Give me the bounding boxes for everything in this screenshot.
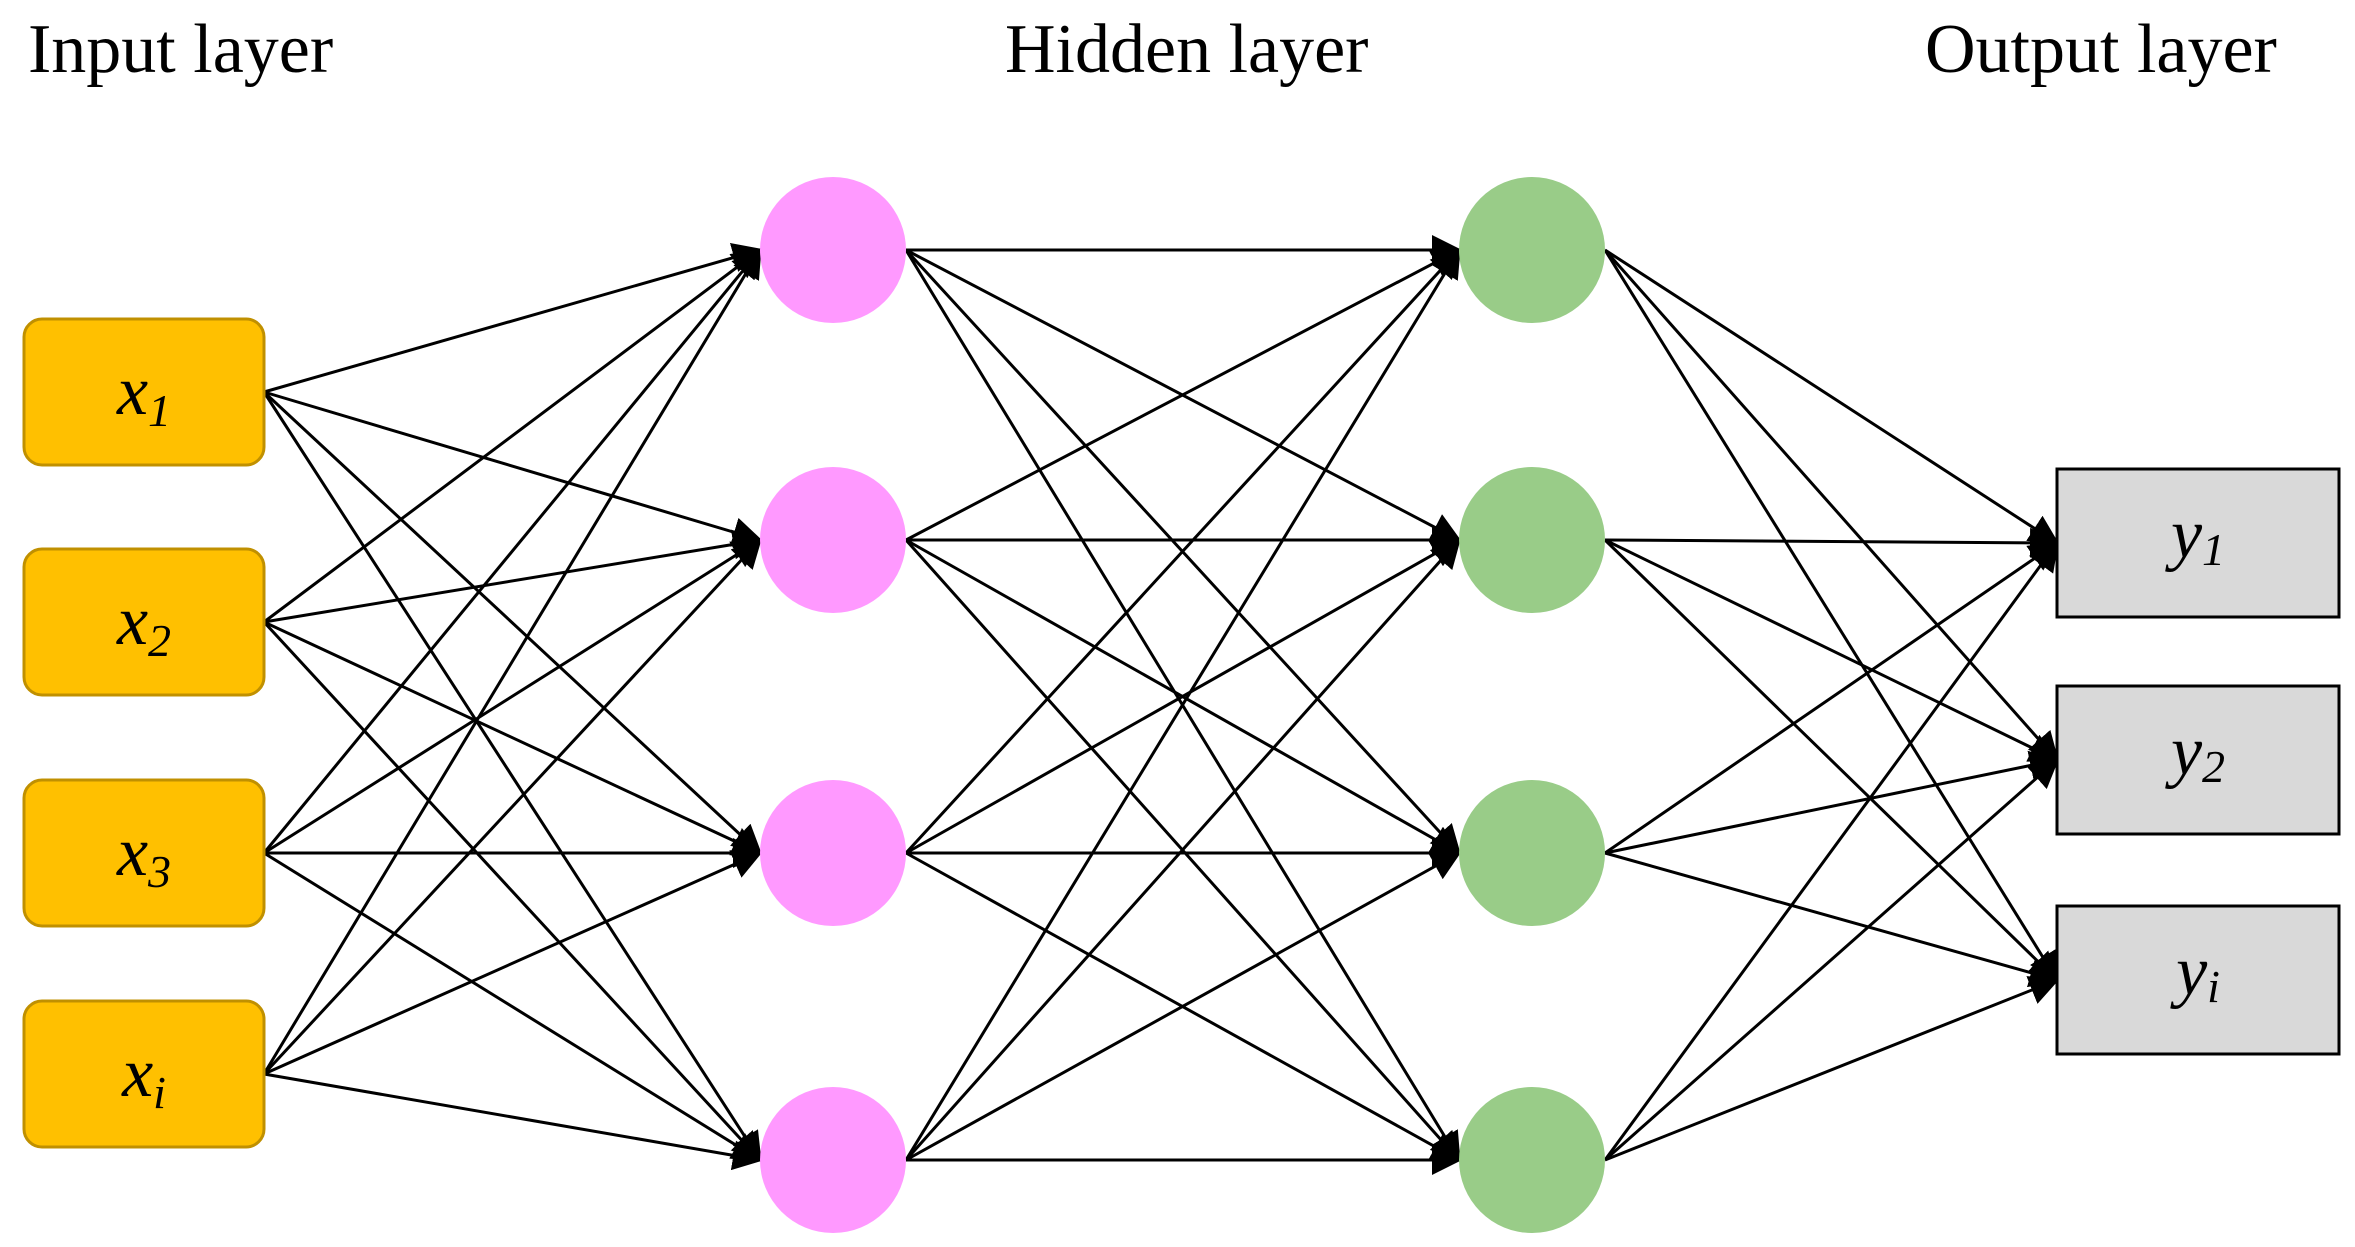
hidden2-neuron-4 bbox=[1459, 1087, 1605, 1233]
input-node-3: x3 bbox=[22, 778, 266, 928]
edge-hidden2-4-to-output-1 bbox=[1603, 540, 2059, 1161]
edge-input-3-to-hidden1-4 bbox=[263, 851, 763, 1162]
edge-input-2-to-hidden1-3 bbox=[263, 620, 763, 856]
nodes: x1 x2 x3 xi y1 y2 yi bbox=[22, 177, 2341, 1233]
edge-hidden2-1-to-output-2 bbox=[1603, 249, 2059, 763]
edge-input-2-to-hidden1-2 bbox=[263, 529, 763, 624]
edge-input-3-to-hidden1-2 bbox=[263, 538, 763, 855]
hidden2-neuron-1 bbox=[1459, 177, 1605, 323]
edge-hidden2-4-to-output-2 bbox=[1604, 758, 2060, 1162]
edge-hidden2-3-to-output-3 bbox=[1604, 851, 2060, 988]
edge-hidden2-3-to-output-1 bbox=[1604, 541, 2060, 855]
edge-hidden1-2-to-hidden2-1 bbox=[905, 248, 1462, 542]
edge-hidden1-4-to-hidden2-3 bbox=[905, 851, 1462, 1162]
edge-hidden2-4-to-output-3 bbox=[1604, 976, 2060, 1162]
edge-input-1-to-hidden1-1 bbox=[263, 243, 763, 394]
edge-input-1-to-hidden1-3 bbox=[262, 390, 763, 856]
edge-input-1-to-hidden1-2 bbox=[263, 390, 763, 547]
edge-input-4-to-hidden1-1 bbox=[262, 247, 762, 1075]
edge-hidden2-1-to-output-3 bbox=[1603, 249, 2059, 983]
hidden1-neuron-2 bbox=[760, 467, 906, 613]
edge-hidden2-2-to-output-1 bbox=[1604, 527, 2060, 558]
edge-input-1-to-hidden1-4 bbox=[262, 391, 762, 1163]
edge-hidden1-4-to-hidden2-2 bbox=[904, 537, 1461, 1161]
output-node-label: y2 bbox=[2165, 713, 2225, 792]
output-node-label: yi bbox=[2170, 933, 2220, 1012]
edge-hidden1-3-to-hidden2-2 bbox=[905, 538, 1462, 855]
output-node-2: y2 bbox=[2055, 684, 2341, 836]
input-node-2: x2 bbox=[22, 547, 266, 697]
hidden-layer-title: Hidden layer bbox=[1005, 11, 1368, 88]
input-node-label: xi bbox=[121, 1035, 166, 1118]
input-node-label: x1 bbox=[116, 353, 171, 436]
edge-input-3-to-hidden1-1 bbox=[262, 247, 762, 854]
edge-hidden2-3-to-output-2 bbox=[1604, 750, 2060, 855]
hidden2-neuron-3 bbox=[1459, 780, 1605, 926]
edge-hidden2-2-to-output-3 bbox=[1603, 538, 2060, 983]
output-node-1: y1 bbox=[2055, 467, 2341, 619]
edge-input-4-to-hidden1-4 bbox=[263, 1072, 763, 1171]
output-node-3: yi bbox=[2055, 904, 2341, 1056]
edge-input-4-to-hidden1-2 bbox=[262, 537, 763, 1076]
input-layer-title: Input layer bbox=[28, 11, 333, 88]
hidden1-neuron-3 bbox=[760, 780, 906, 926]
edge-hidden2-1-to-output-1 bbox=[1604, 248, 2060, 545]
edge-hidden1-4-to-hidden2-1 bbox=[904, 247, 1461, 1161]
edge-input-2-to-hidden1-1 bbox=[263, 248, 763, 624]
hidden1-neuron-1 bbox=[760, 177, 906, 323]
edge-input-2-to-hidden1-4 bbox=[262, 620, 763, 1163]
hidden2-neuron-2 bbox=[1459, 467, 1605, 613]
edge-input-4-to-hidden1-3 bbox=[263, 850, 763, 1076]
input-node-4: xi bbox=[22, 999, 266, 1149]
input-node-label: x2 bbox=[116, 583, 171, 666]
connections bbox=[262, 235, 2060, 1175]
input-node-1: x1 bbox=[22, 317, 266, 467]
hidden1-neuron-4 bbox=[760, 1087, 906, 1233]
edge-hidden2-2-to-output-2 bbox=[1604, 538, 2060, 762]
edge-hidden1-3-to-hidden2-1 bbox=[904, 247, 1462, 855]
output-layer-title: Output layer bbox=[1925, 11, 2277, 88]
output-node-label: y1 bbox=[2165, 496, 2225, 575]
input-node-label: x3 bbox=[116, 814, 171, 897]
